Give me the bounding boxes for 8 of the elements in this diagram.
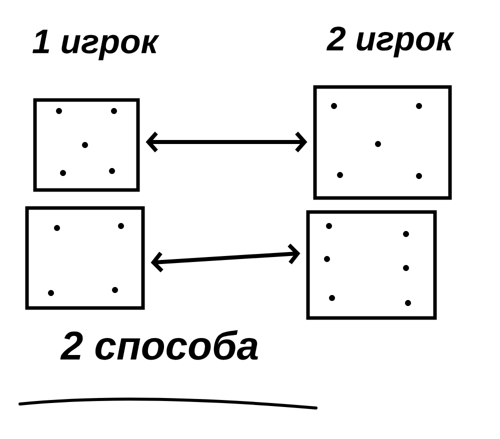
arrow	[150, 244, 300, 272]
die	[313, 85, 452, 200]
die	[25, 206, 145, 310]
handwritten-caption: 2 способа	[60, 330, 258, 360]
header-label: 1 игрок	[32, 30, 160, 60]
die	[306, 210, 437, 320]
die	[33, 98, 140, 192]
arrow	[146, 132, 308, 152]
